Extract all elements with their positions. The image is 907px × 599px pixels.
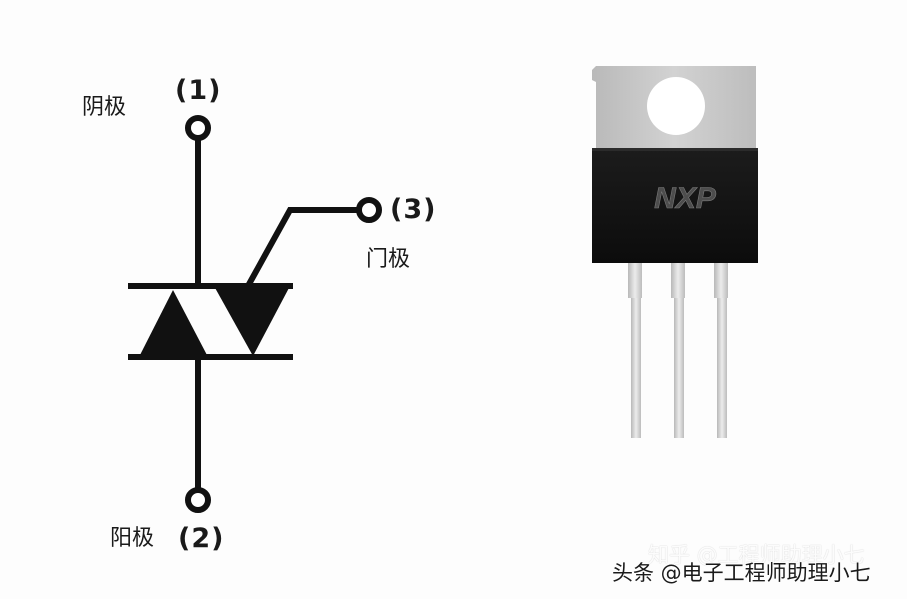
cathode-pin-label: (1)	[175, 75, 222, 106]
anode-name-label: 阳极	[110, 526, 155, 551]
mounting-hole	[647, 77, 705, 135]
lead-3	[714, 263, 728, 298]
anode-terminal	[185, 487, 211, 513]
watermark-zhihu: 知乎 @工程师助理小七	[648, 543, 865, 567]
lead-1	[628, 263, 642, 298]
left-triangle	[139, 290, 208, 357]
brand-logo: NXP	[654, 182, 717, 215]
gate-pin-label: (3)	[390, 194, 437, 225]
gate-terminal	[356, 197, 382, 223]
gate-name-label: 门极	[366, 247, 411, 272]
cathode-terminal	[185, 115, 211, 141]
gate-lead	[245, 207, 360, 288]
plastic-body	[592, 148, 758, 263]
cathode-name-label: 阴极	[82, 95, 127, 120]
lead-2	[671, 263, 685, 298]
watermark-toutiao: 头条 @电子工程师助理小七	[612, 561, 871, 585]
right-triangle	[214, 286, 290, 356]
anode-pin-label: (2)	[178, 523, 225, 554]
